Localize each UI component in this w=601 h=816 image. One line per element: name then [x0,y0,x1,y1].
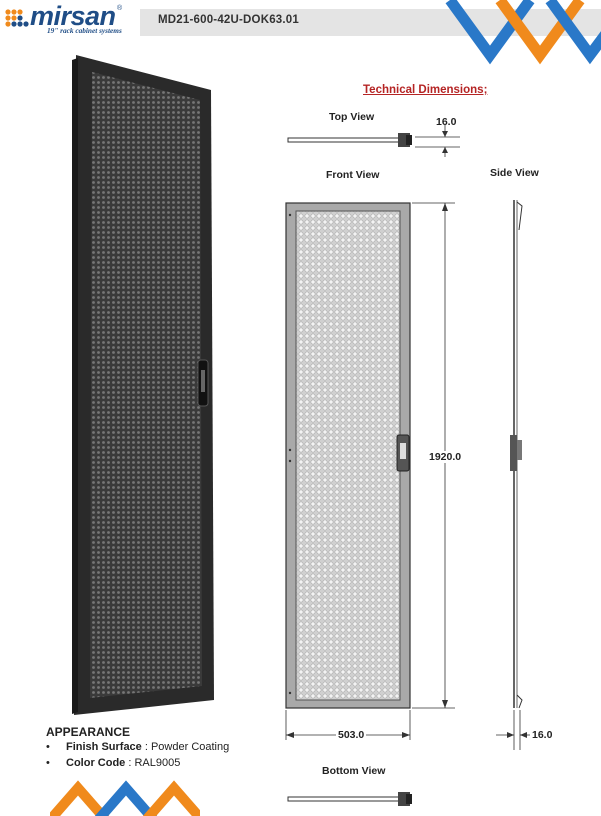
bottom-view-drawing [287,792,412,806]
technical-dimensions-title: Technical Dimensions; [363,84,488,96]
top-view-label: Top View [329,111,375,123]
separator: : [141,741,151,753]
appearance-heading: APPEARANCE [46,725,131,739]
appearance-item: • Color Code : RAL9005 [46,757,180,769]
width-dimension: 503.0 [336,729,367,741]
color-code-value: RAL9005 [134,757,181,769]
side-view-label: Side View [490,167,539,179]
bottom-view-label: Bottom View [322,765,386,777]
side-view-drawing [496,200,530,750]
corner-decoration-top [445,0,601,65]
bullet: • [46,741,50,753]
separator: : [125,757,135,769]
top-thickness-dimension: 16.0 [436,116,457,128]
front-view-drawing [285,202,455,740]
logo-tagline: 19" rack cabinet systems [47,26,122,35]
front-view-label: Front View [326,169,380,181]
door-3d-render [72,55,214,715]
product-code: MD21-600-42U-DOK63.01 [158,14,299,26]
top-view-drawing [287,125,460,157]
finish-surface-value: Powder Coating [150,741,230,753]
appearance-item: • Finish Surface : Powder Coating [46,741,229,753]
color-code-key: Color Code [66,757,126,769]
corner-decoration-bottom [50,780,200,816]
logo-mark-icon [5,9,29,27]
finish-surface-key: Finish Surface [66,741,142,753]
bullet: • [46,757,50,769]
logo-wordmark: mirsan [30,1,116,31]
registered-mark: ® [117,5,123,12]
height-dimension: 1920.0 [428,451,463,463]
side-thickness-dimension: 16.0 [532,729,553,741]
